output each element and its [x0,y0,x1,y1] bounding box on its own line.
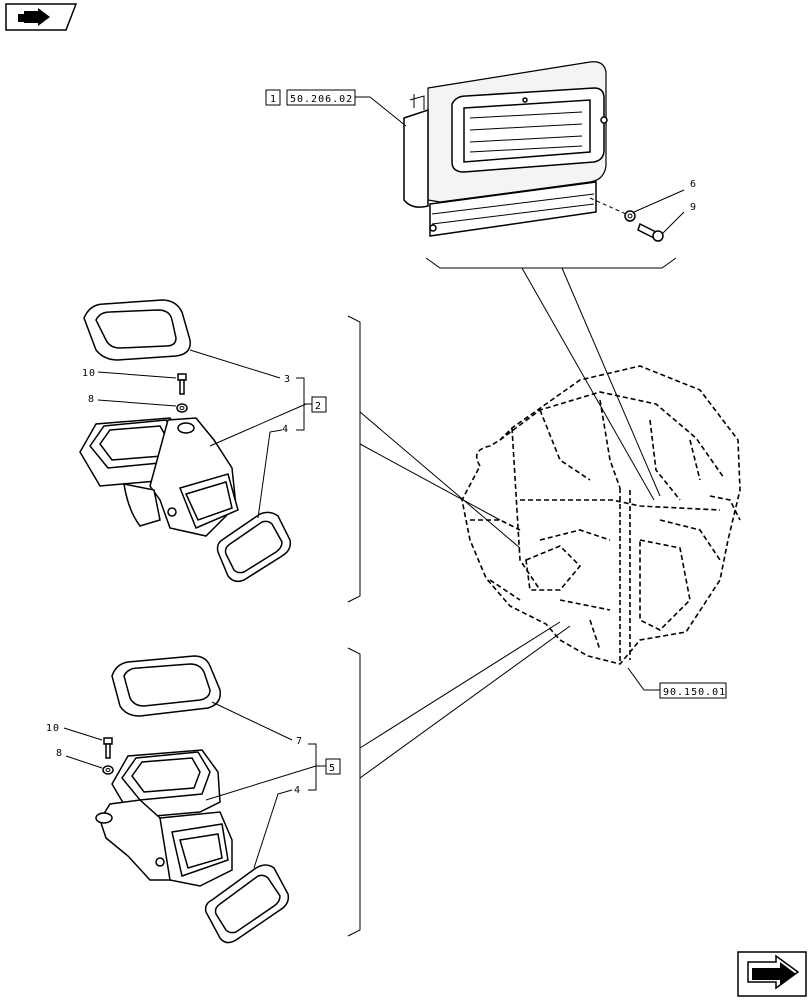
gasket-part-7 [111,655,221,717]
nut-part-6 [624,210,636,222]
air-duct-lower [95,749,233,887]
air-duct-upper [79,417,239,537]
callout-6: 6 [690,179,697,190]
callout-10-upper: 10 [82,368,96,379]
cab-frame [461,365,741,665]
callout-10-lower: 10 [46,723,60,734]
callout-8-upper: 8 [88,394,95,405]
callout-3: 3 [284,374,291,385]
gasket-part-4-upper [216,511,292,583]
callout-9: 9 [690,202,697,213]
reference-group-5[interactable]: 5 [308,743,341,791]
reference-50-206-02[interactable]: 1 50.206.02 [265,89,407,127]
previous-page-arrow-icon[interactable] [5,3,78,31]
reference-group-2[interactable]: 2 [296,377,327,431]
gasket-part-3 [83,299,191,361]
roof-vent-panel [403,61,627,237]
bolt-part-9 [637,222,664,242]
svg-text:50.206.02: 50.206.02 [290,94,353,105]
callout-4-upper: 4 [282,424,289,435]
screw-part-10-lower [103,737,113,759]
washer-part-8-lower [102,765,114,775]
washer-part-8-upper [176,403,188,413]
svg-text:2: 2 [315,401,322,412]
screw-part-10-upper [177,373,187,395]
svg-text:1: 1 [270,94,277,105]
reference-90-150-01[interactable]: 90.150.01 [627,667,727,699]
callout-4-lower: 4 [294,785,301,796]
svg-text:90.150.01: 90.150.01 [663,687,726,698]
gasket-part-4-lower [204,864,290,944]
svg-text:5: 5 [329,763,336,774]
callout-8-lower: 8 [56,748,63,759]
next-page-arrow-icon[interactable] [737,951,807,997]
callout-7: 7 [296,736,303,747]
